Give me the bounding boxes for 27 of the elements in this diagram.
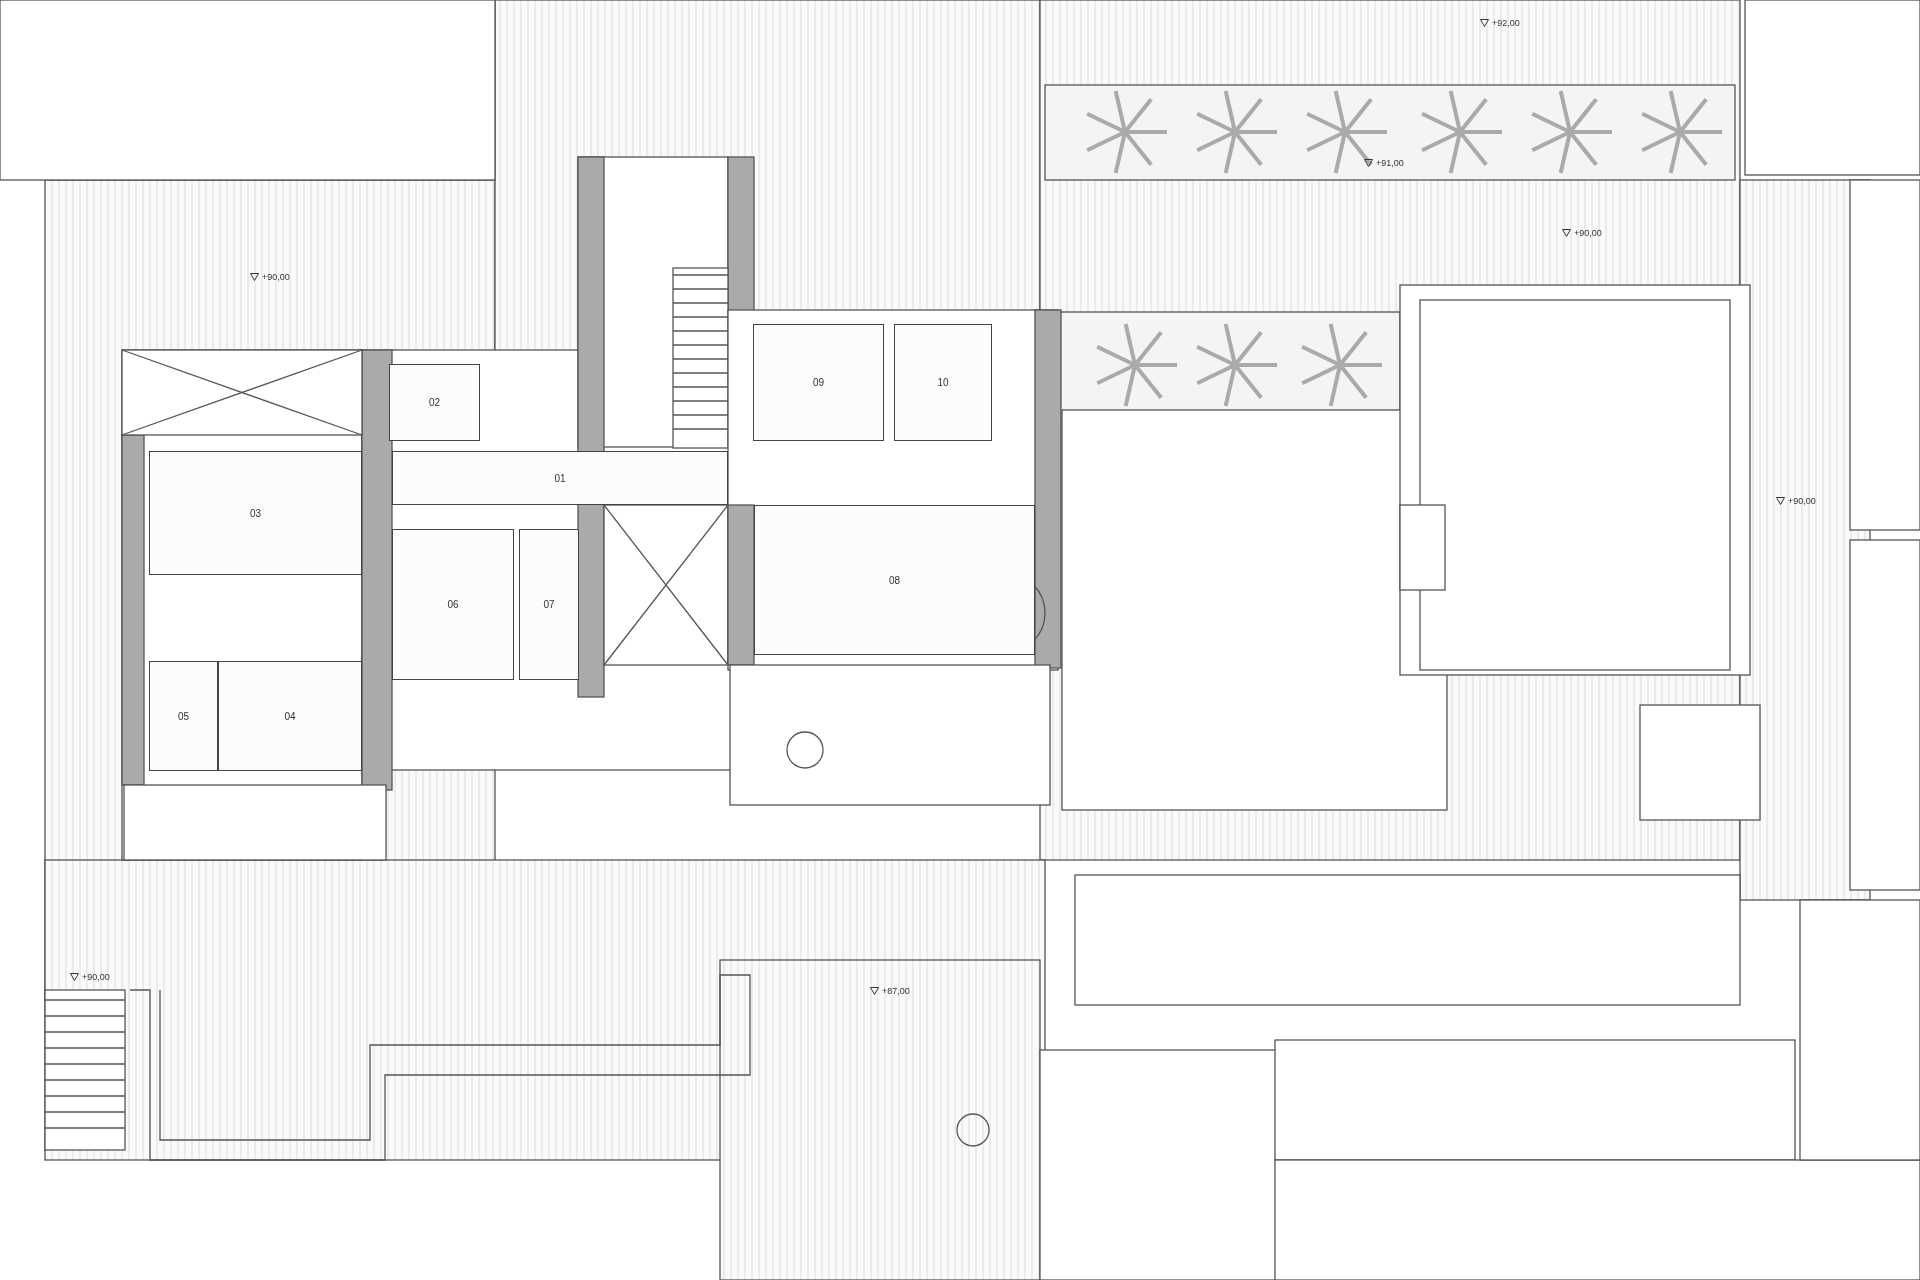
elevation-label: +90,00 <box>262 272 290 282</box>
room-outline <box>149 661 218 771</box>
elevation-label: +92,00 <box>1492 18 1520 28</box>
room-outline <box>519 529 579 680</box>
room-outline <box>754 505 1035 655</box>
room-outline <box>149 451 362 575</box>
room-number: 07 <box>543 599 555 610</box>
room-number: 04 <box>284 710 296 722</box>
room-outline <box>218 661 362 771</box>
room-number: 05 <box>177 710 190 722</box>
elevation-label: +91,00 <box>1376 158 1404 168</box>
room-outline <box>389 364 480 441</box>
room-number: 06 <box>447 599 459 610</box>
room-outline <box>894 324 992 441</box>
elevation-label: +90,00 <box>1574 228 1602 238</box>
room-number: 01 <box>554 472 566 484</box>
room-number: 10 <box>937 377 949 388</box>
room-number: 03 <box>249 507 262 519</box>
room-outline <box>392 529 514 680</box>
elevation-label: +90,00 <box>1788 496 1816 506</box>
elevation-label: +87,00 <box>882 986 910 996</box>
elevation-label: +90,00 <box>82 972 110 982</box>
room-number: 08 <box>888 574 901 586</box>
room-outline <box>392 451 728 505</box>
room-outline <box>753 324 884 441</box>
room-number: 02 <box>428 397 441 408</box>
room-number: 09 <box>812 377 825 388</box>
